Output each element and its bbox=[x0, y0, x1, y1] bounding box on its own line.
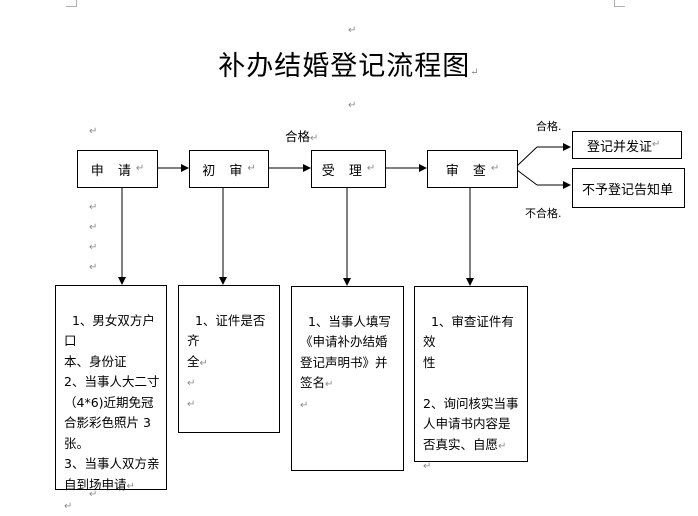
stage-apply: 申 请↵ bbox=[77, 150, 158, 188]
pass-label-top: 合格↵ bbox=[285, 129, 319, 144]
paragraph-mark: ↵ bbox=[89, 262, 98, 273]
flow-connectors bbox=[118, 143, 571, 286]
paragraph-mark: ↵ bbox=[89, 202, 98, 213]
paragraph-mark: ↵ bbox=[89, 222, 98, 233]
page-corner-mark-left bbox=[66, 0, 77, 7]
stage-review: 审 查↵ bbox=[427, 150, 518, 188]
paragraph-mark: ↵ bbox=[348, 25, 357, 36]
desc-accept: 1、当事人填写 《申请补办结婚 登记声明书》并 签名↵ ↵ bbox=[291, 286, 404, 471]
paragraph-mark: ↵ bbox=[89, 490, 97, 500]
page-title: 补办结婚登记流程图↵ bbox=[218, 51, 480, 82]
paragraph-mark: ↵ bbox=[89, 126, 98, 137]
arrow-review-to-deny bbox=[516, 169, 538, 186]
paragraph-mark: ↵ bbox=[348, 100, 357, 111]
pass-label-branch: 合格. bbox=[536, 120, 562, 133]
stage-accept: 受 理↵ bbox=[311, 150, 386, 188]
arrow-review-to-issue bbox=[516, 146, 538, 167]
fail-label-branch: 不合格. bbox=[525, 207, 562, 220]
result-issue-certificate: 登记并发证↵ bbox=[572, 131, 682, 159]
page-corner-mark-right bbox=[614, 0, 625, 7]
paragraph-mark: ↵ bbox=[89, 242, 98, 253]
desc-initial-review: 1、证件是否齐 全↵ ↵ ↵ bbox=[178, 285, 280, 433]
desc-apply: 1、男女双方户口 本、身份证 2、当事人大二寸 （4*6)近期免冠 合影彩色照片… bbox=[55, 285, 167, 512]
result-deny-notice: 不予登记告知单 bbox=[572, 168, 685, 208]
stage-initial-review: 初 审↵ bbox=[189, 150, 269, 188]
desc-review: 1、审查证件有效 性 2、询问核实当事 人申请书内容是 否真实、自愿↵ ↵ bbox=[414, 286, 528, 472]
